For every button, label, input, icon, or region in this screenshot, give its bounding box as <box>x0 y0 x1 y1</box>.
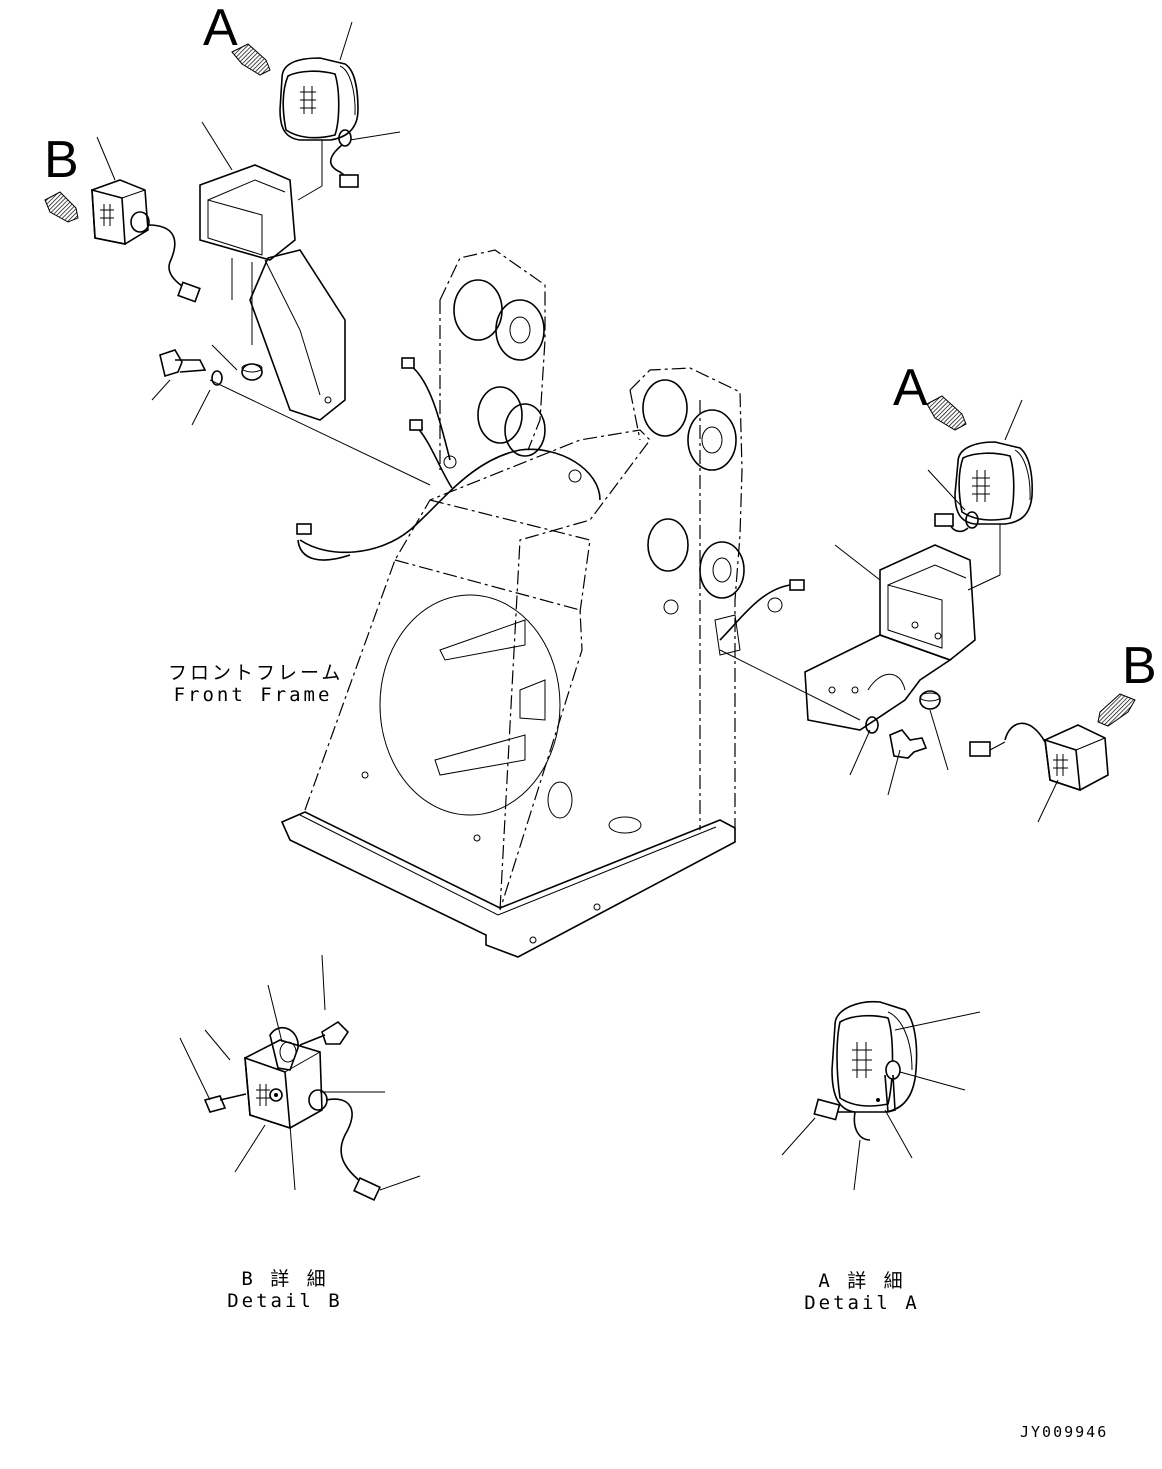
detail-b-title-jp: B 詳 細 <box>241 1268 329 1290</box>
bolt-right <box>889 729 928 759</box>
drawing-code: JY009946 <box>1020 1423 1109 1441</box>
work-lamp-a-top <box>279 57 359 201</box>
view-arrow-icon <box>926 395 967 431</box>
view-label-b-top: B <box>44 131 79 189</box>
washer-left <box>211 370 223 386</box>
flood-lamp-b-top <box>91 179 201 303</box>
lamp-grid-icon <box>100 204 114 226</box>
lamp-grid-icon <box>972 470 990 502</box>
view-arrow-icon <box>231 43 271 76</box>
lamp-bracket-left <box>199 164 346 421</box>
detail-b-caption: B 詳 細 Detail B <box>205 1268 365 1312</box>
front-frame-label: フロントフレーム Front Frame <box>168 662 344 706</box>
flood-lamp-b-right <box>969 722 1109 792</box>
leader-lines <box>96 21 1059 1191</box>
bolt-left <box>159 349 207 378</box>
front-frame <box>280 249 745 958</box>
detail-a-caption: A 詳 細 Detail A <box>782 1270 942 1314</box>
lamp-grid-icon <box>852 1042 872 1078</box>
view-label-a-top: A <box>203 0 238 57</box>
view-label-a-right: A <box>893 359 928 417</box>
view-arrow-icon <box>44 191 79 223</box>
front-frame-label-en: Front Frame <box>173 684 333 706</box>
work-lamp-a-right <box>934 441 1033 591</box>
lamp-grid-icon <box>300 86 316 114</box>
detail-a-lamp <box>813 1000 918 1141</box>
detail-b-title-en: Detail B <box>227 1290 343 1312</box>
lamp-grid-icon <box>256 1084 270 1106</box>
nut-right <box>919 690 941 710</box>
detail-a-title-jp: A 詳 細 <box>818 1270 906 1292</box>
washer-right <box>865 716 879 734</box>
view-label-b-right: B <box>1122 637 1157 695</box>
view-arrow-icon <box>1097 693 1136 727</box>
detail-b-lamp <box>203 1020 381 1202</box>
lamp-grid-icon <box>1053 754 1068 776</box>
front-frame-label-jp: フロントフレーム <box>168 662 344 684</box>
lamp-bracket-right <box>804 544 976 731</box>
wiring-harness <box>296 357 805 656</box>
detail-a-title-en: Detail A <box>804 1292 920 1314</box>
